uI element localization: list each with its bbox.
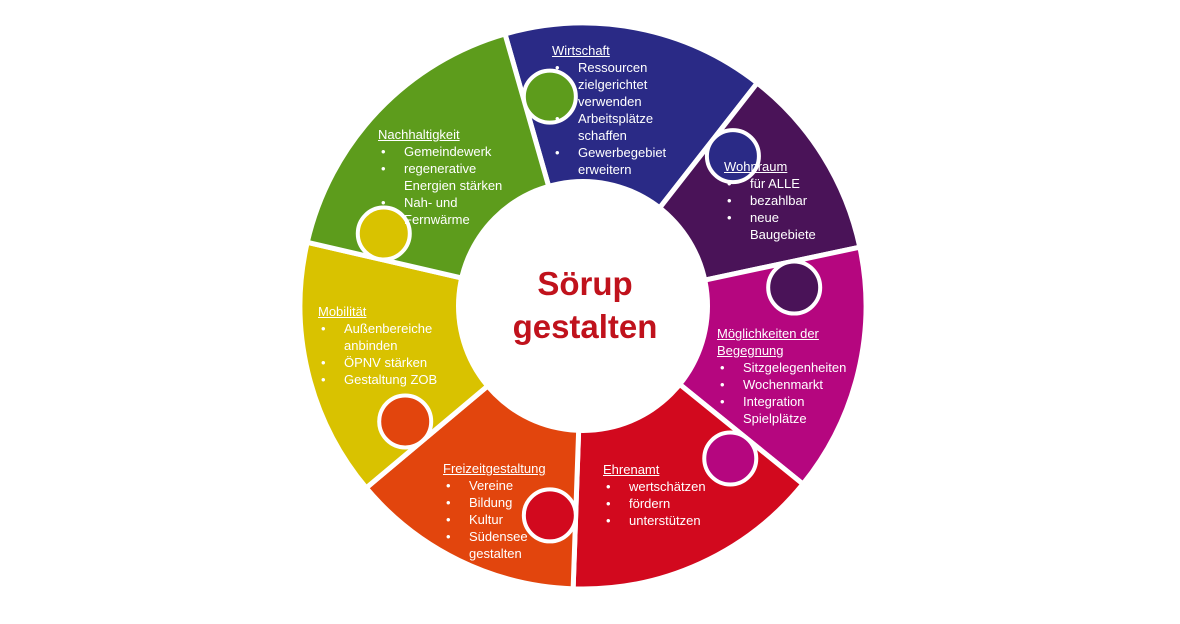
segment-item: Gemeindewerk [378, 143, 518, 160]
segment-label-ehrenamt: Ehrenamt wertschätzen fördern unterstütz… [603, 461, 733, 529]
segment-title: Freizeitgestaltung [443, 461, 546, 476]
puzzle-knob [766, 259, 823, 316]
segment-item: Außenbereiche anbinden [318, 320, 446, 354]
segment-label-wirtschaft: Wirtschaft Ressourcen zielgerichtet verw… [552, 42, 682, 178]
segment-item: Sitzgelegenheiten [717, 359, 877, 376]
segment-item: Spielplätze [717, 410, 877, 427]
segment-title: Wohnraum [724, 159, 788, 174]
segment-item: Integration [717, 393, 877, 410]
segment-item: Kultur [443, 511, 561, 528]
segment-item: Bildung [443, 494, 561, 511]
segment-item: Gestaltung ZOB [318, 371, 446, 388]
segment-title: Nachhaltigkeit [378, 127, 460, 142]
segment-item: fördern [603, 495, 733, 512]
segment-item: Arbeitsplätze schaffen [552, 110, 682, 144]
segment-item: neue Baugebiete [724, 209, 834, 243]
puzzle-knob [377, 393, 434, 450]
segment-item: Wochenmarkt [717, 376, 877, 393]
segment-item: regenerative Energien stärken [378, 160, 518, 194]
segment-label-nachhaltigkeit: Nachhaltigkeit Gemeindewerk regenerative… [378, 126, 518, 228]
segment-item: bezahlbar [724, 192, 834, 209]
segment-item: Südensee gestalten [443, 528, 561, 562]
center-title-line-1: Sörup [537, 265, 633, 302]
segment-item: Nah- und Fernwärme [378, 194, 518, 228]
segment-title: Mobilität [318, 304, 367, 319]
segment-label-begegnung: Möglichkeiten der Begegnung Sitzgelegenh… [717, 325, 877, 427]
segment-item: ÖPNV stärken [318, 354, 446, 371]
segment-title: Möglichkeiten der Begegnung [717, 326, 819, 358]
segment-label-freizeitgestaltung: Freizeitgestaltung Vereine Bildung Kultu… [443, 460, 561, 562]
segment-title: Ehrenamt [603, 462, 660, 477]
segment-label-wohnraum: Wohnraum für ALLE bezahlbar neue Baugebi… [724, 158, 834, 243]
segment-item: unterstützen [603, 512, 733, 529]
segment-label-mobilitaet: Mobilität Außenbereiche anbinden ÖPNV st… [318, 303, 446, 388]
segment-item: für ALLE [724, 175, 834, 192]
segment-item: wertschätzen [603, 478, 733, 495]
center-circle [456, 179, 710, 433]
segment-title: Wirtschaft [552, 43, 610, 58]
segment-item: Gewerbegebiet erweitern [552, 144, 682, 178]
center-title-line-2: gestalten [512, 308, 658, 345]
center-title: Sörup gestalten [470, 262, 700, 348]
segment-item: Ressourcen zielgerichtet verwenden [552, 59, 682, 110]
segment-item: Vereine [443, 477, 561, 494]
